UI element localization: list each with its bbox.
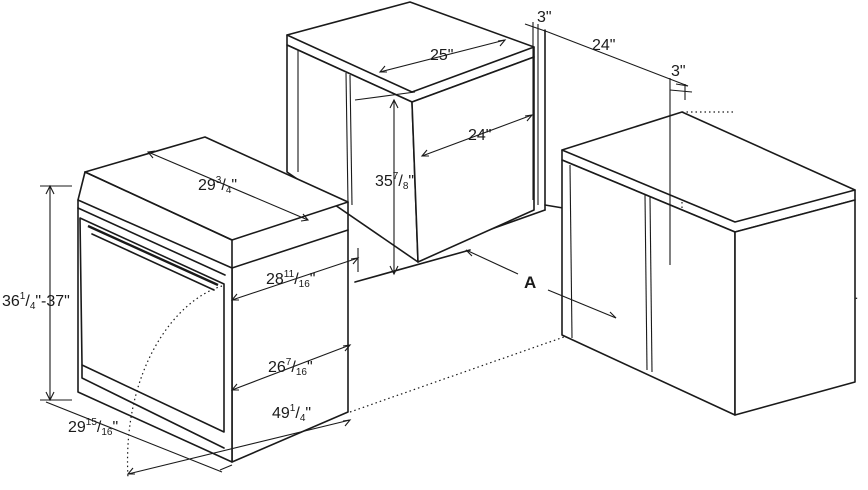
cooktop-width-label: 293/4" [198,175,237,196]
door-open-depth-label: 491/4" [272,403,311,424]
gap-span-label: 24" [592,37,615,54]
range-appliance [77,136,349,479]
upper-width-label: 25" [430,47,453,64]
center-cabinet [286,1,535,263]
dimension-clearance-a: A [465,249,617,319]
range-height-label: 361/4"-37" [2,291,70,312]
clearance-a-label: A [524,273,536,292]
gap-right-label: 3" [671,63,686,80]
dimension-upper-width: 25" [378,39,507,73]
dimension-gap-top: 3" 24" 3" [524,9,693,265]
depth-top-label: 2811/16" [266,269,315,290]
dimension-upper-height: 357/8" [354,91,416,276]
dimension-depth-top: 2811/16" [230,248,360,301]
right-cabinet [561,111,856,416]
dimension-cooktop-width: 293/4" [146,150,310,222]
dimension-depth-mid: 267/16" [230,344,352,391]
dimension-range-depth: 2915/16" [45,401,233,473]
upper-height-label: 357/8" [375,171,414,192]
range-depth-label: 2915/16" [68,417,118,438]
dimension-upper-depth: 24" [420,114,534,157]
gap-left-label: 3" [537,9,552,26]
upper-depth-label: 24" [468,127,491,144]
depth-mid-label: 267/16" [268,357,313,378]
dimension-range-height: 361/4"-37" [2,184,72,402]
dimension-door-open-depth: 491/4" [126,403,352,475]
